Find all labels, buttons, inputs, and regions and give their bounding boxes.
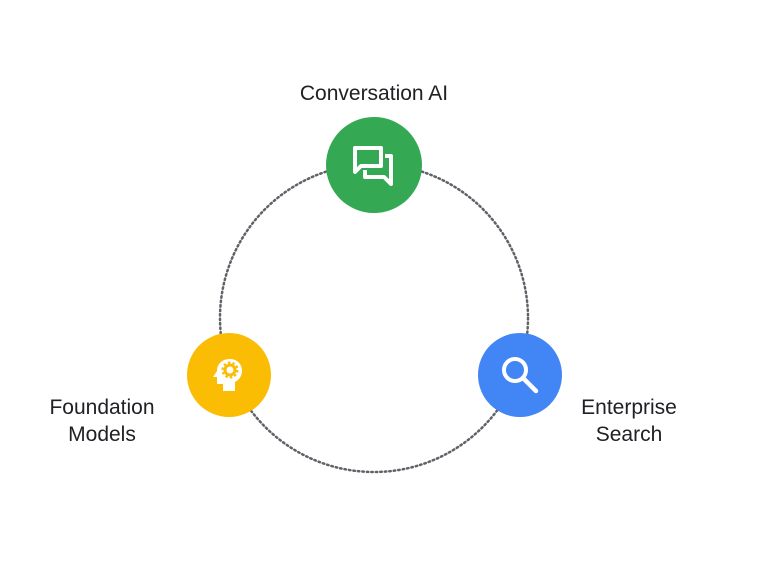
foundation-models-node	[187, 333, 271, 417]
search-icon	[502, 357, 539, 394]
enterprise-search-label: Enterprise Search	[529, 394, 729, 448]
conversation-ai-label: Conversation AI	[299, 82, 449, 105]
foundation-models-label: Foundation Models	[2, 394, 202, 448]
foundation-label-line1: Foundation	[49, 396, 155, 419]
conversation-ai-node	[326, 117, 422, 213]
head-gear-icon	[213, 359, 242, 391]
enterprise-search-node	[478, 333, 562, 417]
chat-bubbles-icon	[353, 146, 393, 186]
foundation-label-line2: Models	[68, 423, 136, 446]
enterprise-label-line1: Enterprise	[581, 396, 677, 419]
enterprise-label-line2: Search	[595, 423, 663, 446]
